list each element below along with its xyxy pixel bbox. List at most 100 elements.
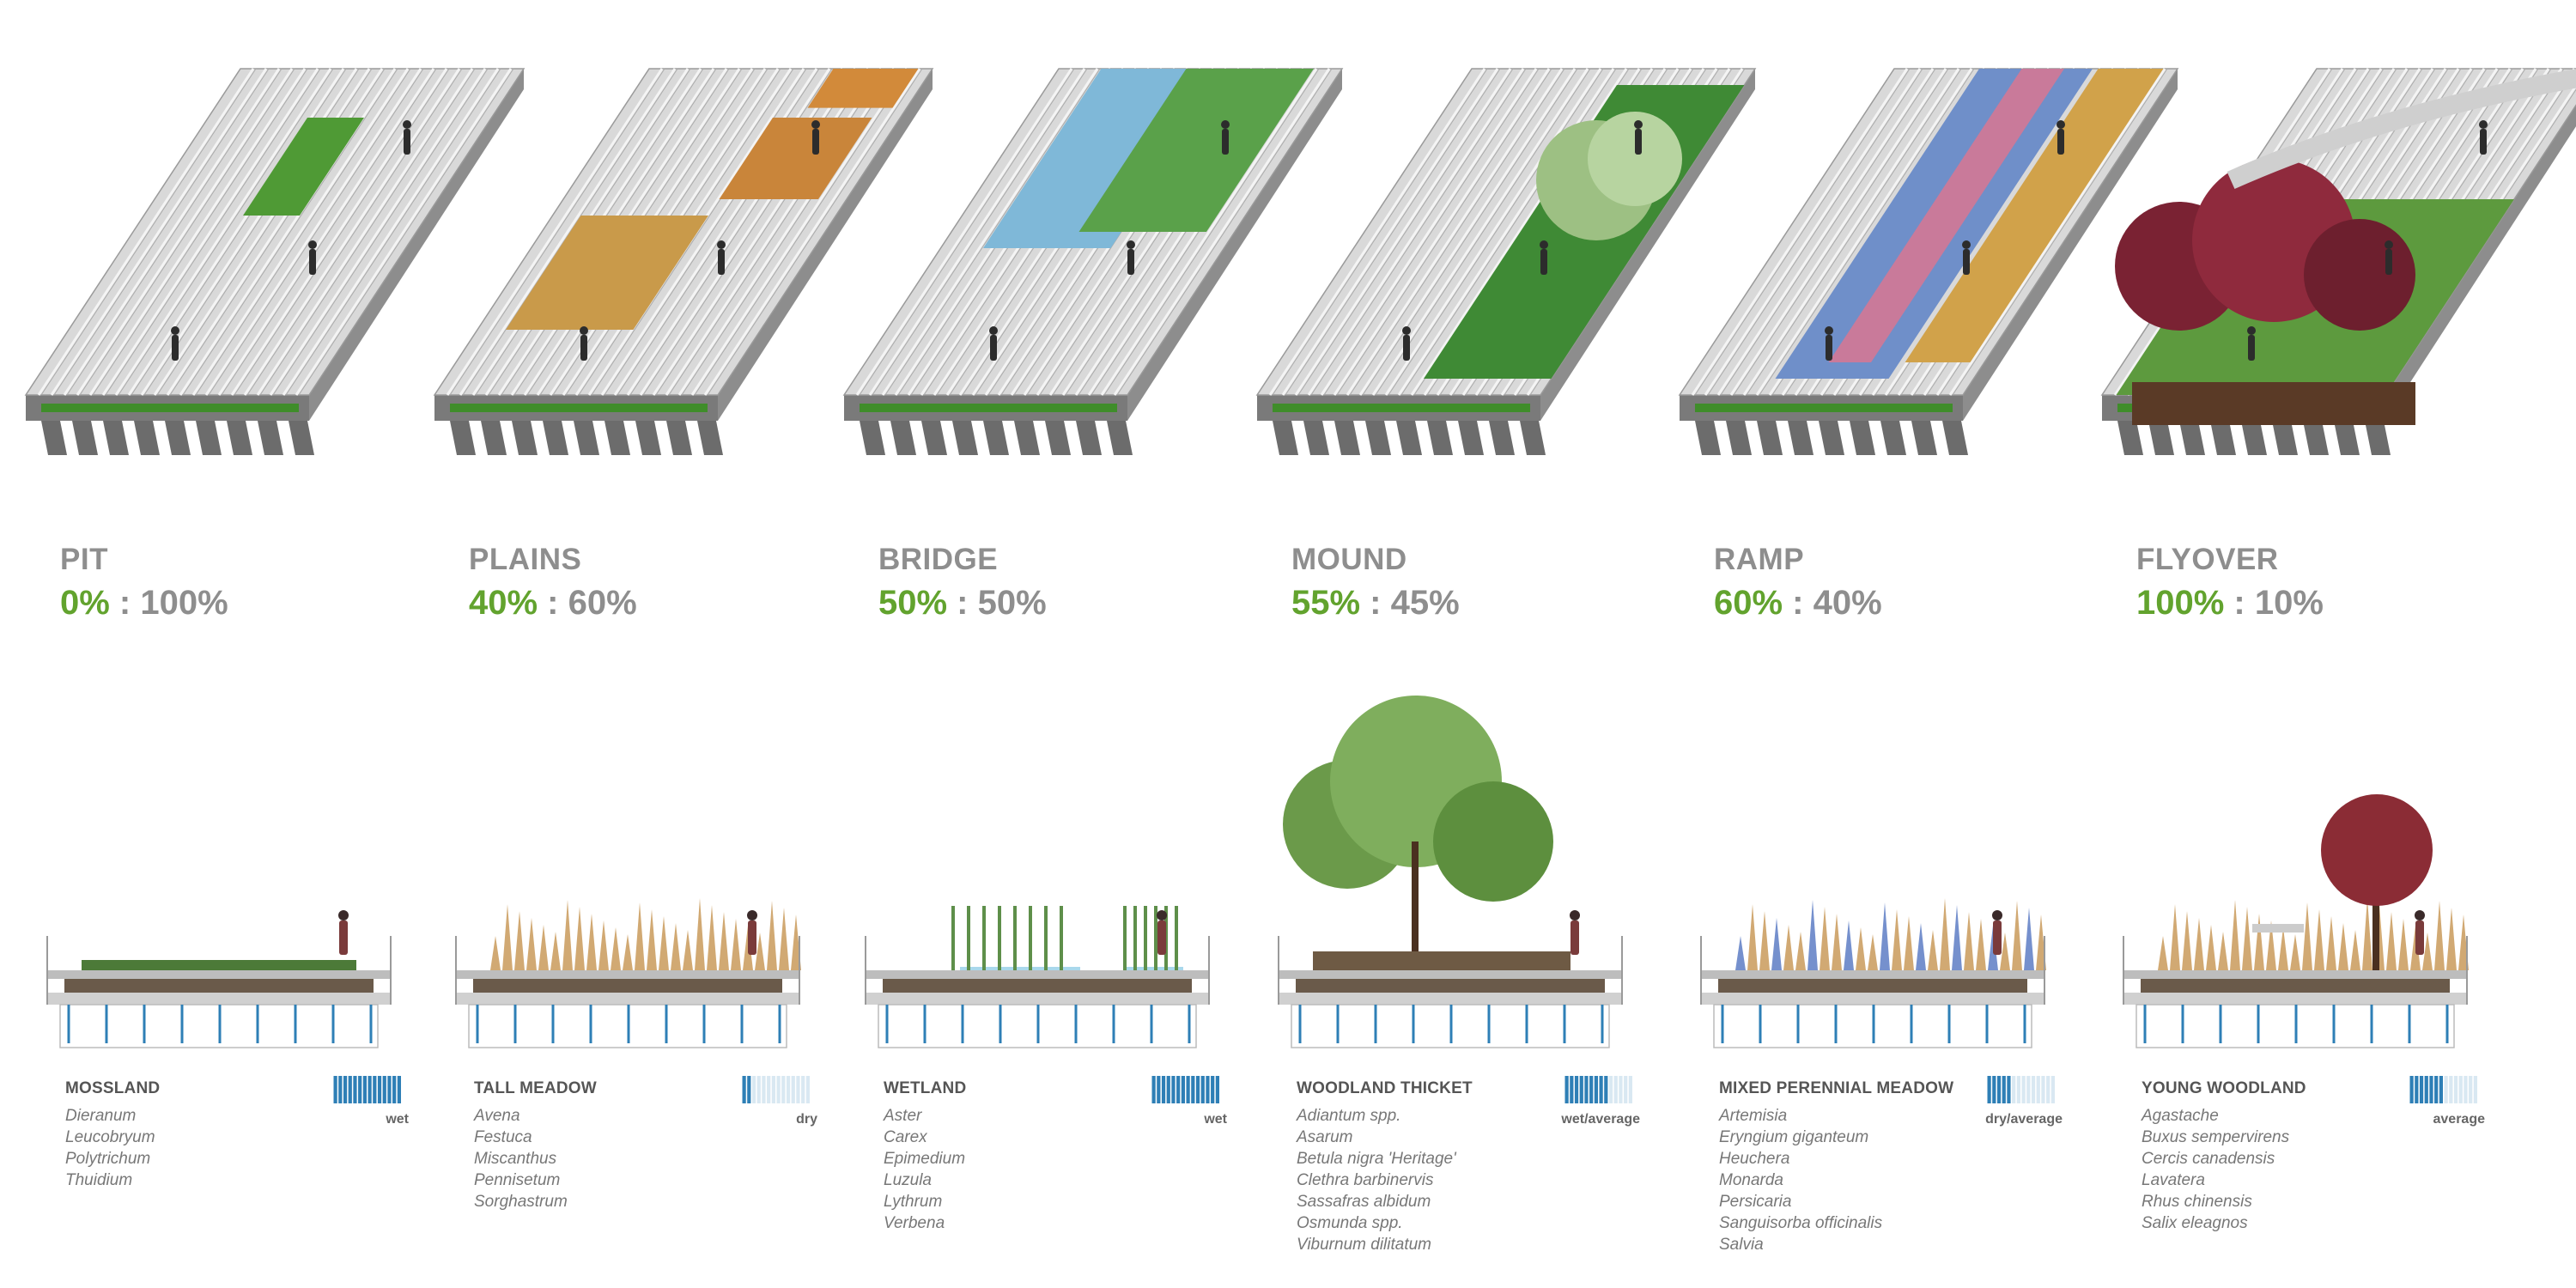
reed — [1044, 906, 1048, 970]
typology-ratio: 40% : 60% — [469, 584, 637, 623]
support-cells — [878, 1004, 1197, 1048]
person-head — [1127, 240, 1135, 249]
species-item: Carex — [884, 1128, 927, 1146]
meter-bar — [1584, 1076, 1589, 1103]
person-head — [747, 910, 757, 920]
species-item: Clethra barbinervis — [1297, 1171, 1434, 1189]
aerial-view — [1255, 68, 1757, 455]
meter-bar — [382, 1076, 386, 1103]
moisture-label: dry — [796, 1112, 817, 1127]
grass-bed — [506, 216, 708, 330]
girder — [258, 421, 283, 455]
ratio-separator: : — [1783, 584, 1814, 622]
deck-planting — [2115, 69, 2576, 425]
grass-tuft — [2170, 904, 2180, 970]
girder — [1427, 421, 1453, 455]
planting-type-title: TALL MEADOW — [474, 1079, 597, 1097]
meter-bar — [2449, 1076, 2453, 1103]
deck-slab — [456, 970, 799, 979]
meter-bar — [1996, 1076, 2002, 1103]
grass-tuft — [1747, 904, 1758, 970]
grass-tuft — [2242, 907, 2252, 970]
grass-tuft — [1880, 902, 1890, 970]
meter-bar — [392, 1076, 397, 1103]
typology-name: BRIDGE — [878, 543, 999, 576]
grass-tuft — [1759, 911, 1770, 970]
grass-tuft — [1844, 920, 1854, 970]
meter-bar — [1619, 1076, 1623, 1103]
species-item: Rhus chinensis — [2142, 1193, 2252, 1211]
grass-tuft — [550, 932, 561, 970]
grass-tuft — [2158, 936, 2168, 970]
girder — [1788, 421, 1814, 455]
reed — [1175, 906, 1178, 970]
ratio-separator: : — [947, 584, 978, 622]
species-item: Lavatera — [2142, 1171, 2205, 1189]
planting-type-title: WETLAND — [884, 1079, 967, 1097]
typology-ratio: 50% : 50% — [878, 584, 1047, 623]
grass-tuft — [611, 927, 621, 970]
structure-slab — [456, 993, 799, 1005]
meter-bar — [358, 1076, 362, 1103]
planting-type-title: MOSSLAND — [65, 1079, 161, 1097]
meter-bar — [1992, 1076, 1996, 1103]
section-view — [2123, 794, 2469, 1048]
meter-bar — [762, 1076, 766, 1103]
person — [1826, 335, 1832, 361]
other-percentage: 60% — [568, 584, 637, 622]
species-item: Adiantum spp. — [1297, 1107, 1401, 1125]
girder — [2210, 421, 2236, 455]
meter-bar — [1215, 1076, 1219, 1103]
person-head — [989, 326, 998, 335]
person-head — [2415, 910, 2425, 920]
meter-bar — [805, 1076, 810, 1103]
grass-tuft — [1904, 916, 1914, 970]
meter-bar — [1186, 1076, 1190, 1103]
girder — [2117, 421, 2143, 455]
meter-bar — [2424, 1076, 2428, 1103]
grass-tuft — [1976, 919, 1986, 970]
meter-bar — [756, 1076, 761, 1103]
species-item: Polytrichum — [65, 1150, 151, 1168]
girder — [890, 421, 916, 455]
grass-tuft — [562, 900, 573, 970]
meter-bar — [1570, 1076, 1574, 1103]
girder — [2303, 421, 2329, 455]
meter-bar — [362, 1076, 367, 1103]
species-item: Festuca — [474, 1128, 532, 1146]
meter-bar — [2434, 1076, 2439, 1103]
grass-tuft — [2422, 933, 2433, 970]
species-item: Asarum — [1297, 1128, 1353, 1146]
typology-name: MOUND — [1291, 543, 1407, 576]
meter-bar — [1206, 1076, 1210, 1103]
person — [1571, 920, 1579, 955]
person — [172, 335, 179, 361]
reed — [998, 906, 1001, 970]
person-head — [1962, 240, 1971, 249]
girder — [1045, 421, 1071, 455]
girder — [1076, 421, 1102, 455]
meter-bar — [801, 1076, 805, 1103]
section-planting — [1283, 696, 1571, 970]
meter-bar — [348, 1076, 352, 1103]
grass-tuft — [1783, 925, 1794, 970]
person-head — [1540, 240, 1548, 249]
person — [990, 335, 997, 361]
grass-tuft — [2206, 925, 2216, 970]
girder — [72, 421, 98, 455]
green-edge-strip — [860, 404, 1117, 412]
deck-planting — [1424, 85, 1745, 379]
green-percentage: 60% — [1714, 584, 1783, 622]
moisture-meter — [742, 1076, 810, 1103]
meter-bar — [338, 1076, 343, 1103]
planting-type-title: WOODLAND THICKET — [1297, 1079, 1473, 1097]
meter-bar — [1161, 1076, 1166, 1103]
species-item: Dieranum — [65, 1107, 137, 1125]
species-item: Salix eleagnos — [2142, 1214, 2248, 1232]
tree-trunk — [1412, 841, 1419, 970]
girder — [1273, 421, 1298, 455]
person — [2057, 129, 2064, 155]
